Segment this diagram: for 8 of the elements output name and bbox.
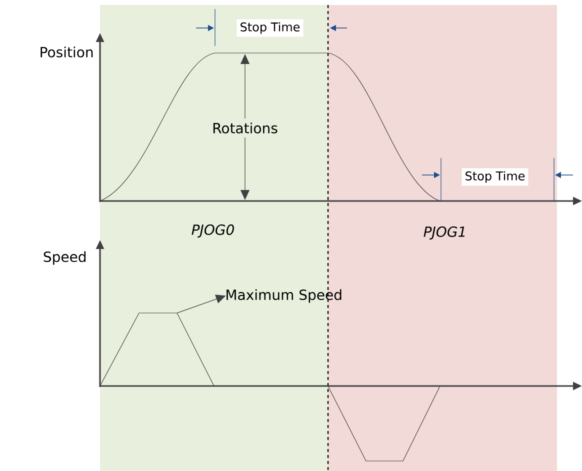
annotation-text: Maximum Speed (226, 289, 342, 303)
label-box: Stop Time (236, 19, 304, 37)
arrow (176, 294, 226, 314)
speed-curve (100, 312, 214, 386)
axis-label: Rotations (208, 118, 282, 138)
axis-label: Speed (44, 251, 86, 265)
axis-label: Position (40, 46, 93, 58)
label-box: Stop Time (462, 168, 528, 186)
